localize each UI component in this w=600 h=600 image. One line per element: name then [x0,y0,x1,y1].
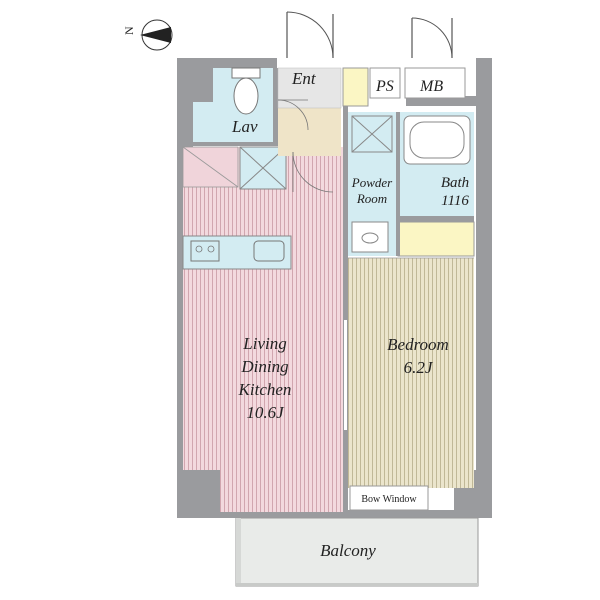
bathtub-icon [403,115,471,165]
ldk-floor [183,147,346,512]
bath-label-line1: Bath [441,175,469,191]
ldk-floor-cut [183,470,220,512]
ps-space [369,67,401,99]
bow-window [349,485,429,511]
powder-room-label-line1: Powder [351,175,393,190]
sink-icon [253,240,285,262]
bath-label-line2: 1116 [441,193,469,209]
washbasin-icon [351,221,389,253]
entrance-door-icon [286,11,334,59]
ldk-label-line4: 10.6J [246,403,285,422]
bedroom-floor [348,258,474,488]
mb-space [404,67,466,99]
mb-door-icon [411,17,453,59]
bedroom-label-line1: Bedroom [387,335,449,354]
powder-room-label-line2: Room [356,191,387,206]
lav-left-wall [193,68,213,102]
ps-label: PS [375,78,394,95]
lavatory-label: Lav [231,117,258,136]
north-compass: N [122,19,173,51]
balcony [235,517,479,587]
ldk-door-icon [292,151,334,193]
toilet-icon [231,67,261,115]
bedroom-closet [397,221,475,257]
stove-icon [190,240,220,262]
shower-box [351,115,393,153]
balcony-label: Balcony [320,541,376,560]
bedroom-label-line2: 6.2J [404,358,434,377]
shoe-closet [342,67,369,107]
ldk-label-line3: Kitchen [238,380,292,399]
entrance-floor [278,108,341,156]
compass-arrow-icon [140,27,171,43]
entrance-tile [277,67,342,109]
lav-door-icon [277,99,309,131]
bow-window-label: Bow Window [361,494,417,505]
entrance-label: Ent [291,69,317,88]
compass-letter: N [122,26,136,35]
ldk-label-line1: Living [242,334,286,353]
ldk-label-line2: Dining [240,357,288,376]
kitchen-counter [182,235,292,270]
mb-label: MB [419,78,443,95]
